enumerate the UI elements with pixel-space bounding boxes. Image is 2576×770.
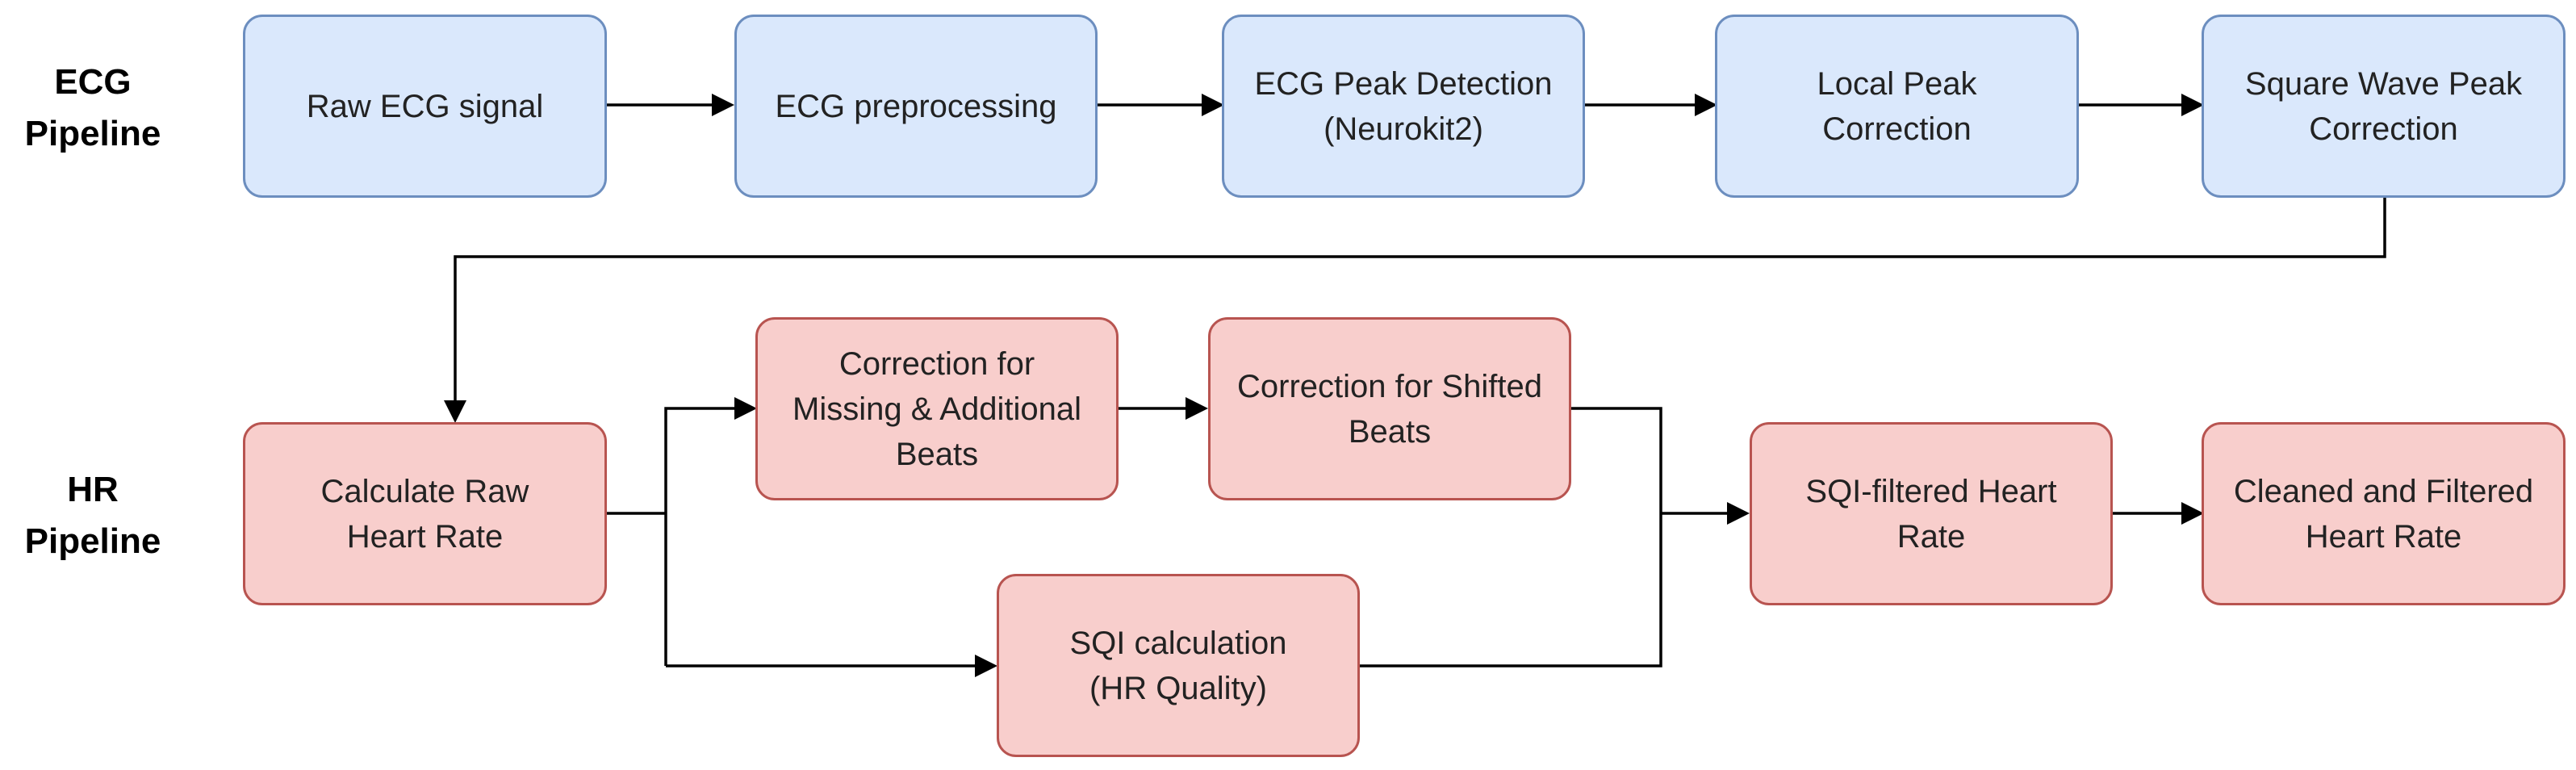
node-ecg-peak-detection: ECG Peak Detection (Neurokit2) (1222, 15, 1585, 198)
hr-pipeline-label: HR Pipeline (24, 470, 161, 561)
node-sqi-filtered-heart-rate: SQI-filtered Heart Rate (1750, 422, 2113, 605)
arrowhead-ecg-preprocessing (712, 94, 734, 116)
edge-branch-to-missing-additional (664, 407, 746, 666)
node-square-wave-peak-correction: Square Wave Peak Correction (2202, 15, 2566, 198)
arrowhead-square-wave (2181, 94, 2204, 116)
arrowhead-missing-additional (734, 397, 757, 420)
node-correction-shifted-beats: Correction for Shifted Beats (1208, 317, 1571, 500)
node-local-peak-correction: Local Peak Correction (1715, 15, 2079, 198)
node-sqi-calculation: SQI calculation (HR Quality) (997, 574, 1360, 757)
edge-square-wave-to-raw-heart-rate (454, 198, 2386, 412)
arrowhead-sqi-calculation (975, 655, 997, 677)
node-cleaned-filtered-heart-rate: Cleaned and Filtered Heart Rate (2202, 422, 2566, 605)
node-raw-ecg-signal: Raw ECG signal (243, 15, 607, 198)
ecg-pipeline-label: ECG Pipeline (24, 62, 161, 153)
arrowhead-shifted-beats (1186, 397, 1208, 420)
arrowhead-sqi-filtered (1727, 502, 1750, 525)
arrowhead-cleaned (2181, 502, 2204, 525)
arrowhead-peak-detection (1202, 94, 1224, 116)
edge-shifted-to-merge (1360, 407, 1662, 667)
node-correction-missing-additional-beats: Correction for Missing & Additional Beat… (755, 317, 1119, 500)
node-ecg-preprocessing: ECG preprocessing (734, 15, 1098, 198)
arrowhead-local-correction (1695, 94, 1717, 116)
arrowhead-raw-heart-rate (444, 400, 466, 423)
node-calculate-raw-heart-rate: Calculate Raw Heart Rate (243, 422, 607, 605)
